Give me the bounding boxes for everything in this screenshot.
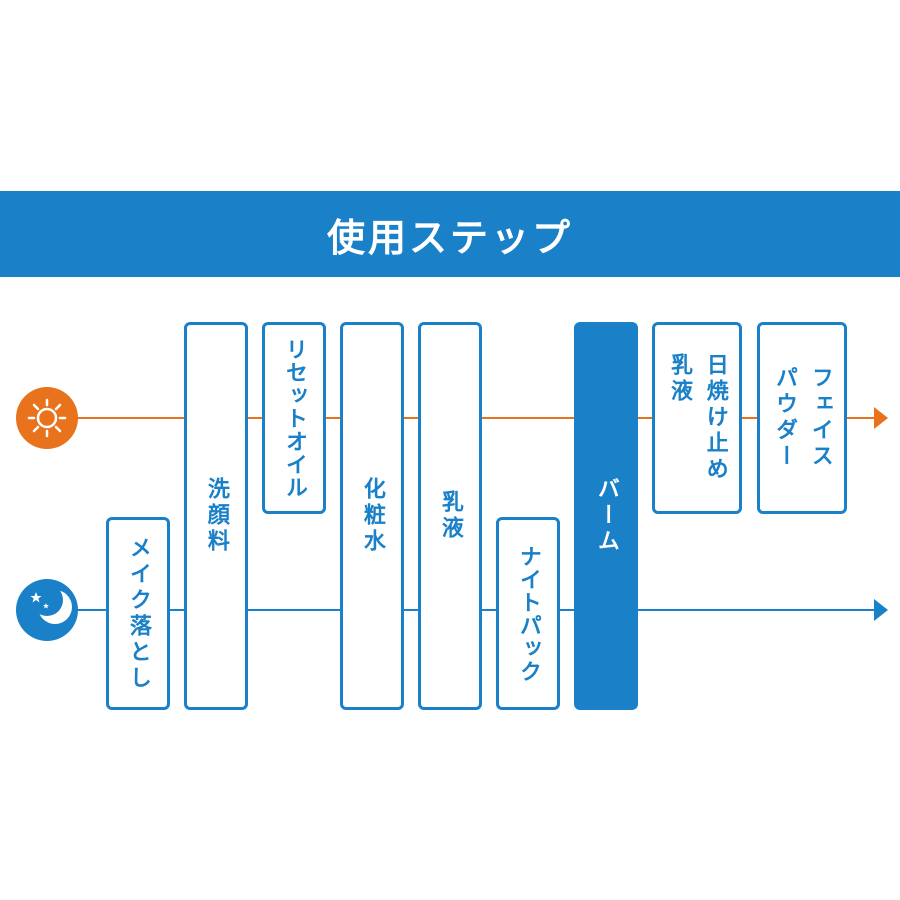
step-label: 化粧水 <box>359 477 385 555</box>
step-label-line2: パウダー <box>772 366 797 470</box>
step-label-group: 日焼け止め 乳液 <box>664 353 729 483</box>
moon-stars-icon <box>16 579 78 641</box>
sun-icon <box>16 387 78 449</box>
step-face-powder: フェイス パウダー <box>757 322 847 514</box>
step-label: 乳液 <box>437 490 463 542</box>
step-label-group: フェイス パウダー <box>769 366 834 470</box>
step-label: バーム <box>593 477 619 555</box>
step-reset-oil: リセットオイル <box>262 322 326 514</box>
step-label: 洗顔料 <box>203 477 229 555</box>
step-emulsion: 乳液 <box>418 322 482 710</box>
step-toner: 化粧水 <box>340 322 404 710</box>
step-label: ナイトパック <box>515 544 541 683</box>
step-sunscreen: 日焼け止め 乳液 <box>652 322 742 514</box>
step-face-wash: 洗顔料 <box>184 322 248 710</box>
step-label-line1: 日焼け止め <box>702 353 728 483</box>
step-label-line1: フェイス <box>807 366 833 470</box>
step-label-line2: 乳液 <box>667 353 692 405</box>
step-night-pack: ナイトパック <box>496 517 560 710</box>
step-label: メイク落とし <box>125 535 151 692</box>
step-makeup-remover: メイク落とし <box>106 517 170 710</box>
step-label: リセットオイル <box>281 337 307 499</box>
day-arrow-head <box>874 407 888 429</box>
night-arrow-head <box>874 599 888 621</box>
page-title: 使用ステップ <box>0 191 900 277</box>
step-balm: バーム <box>574 322 638 710</box>
